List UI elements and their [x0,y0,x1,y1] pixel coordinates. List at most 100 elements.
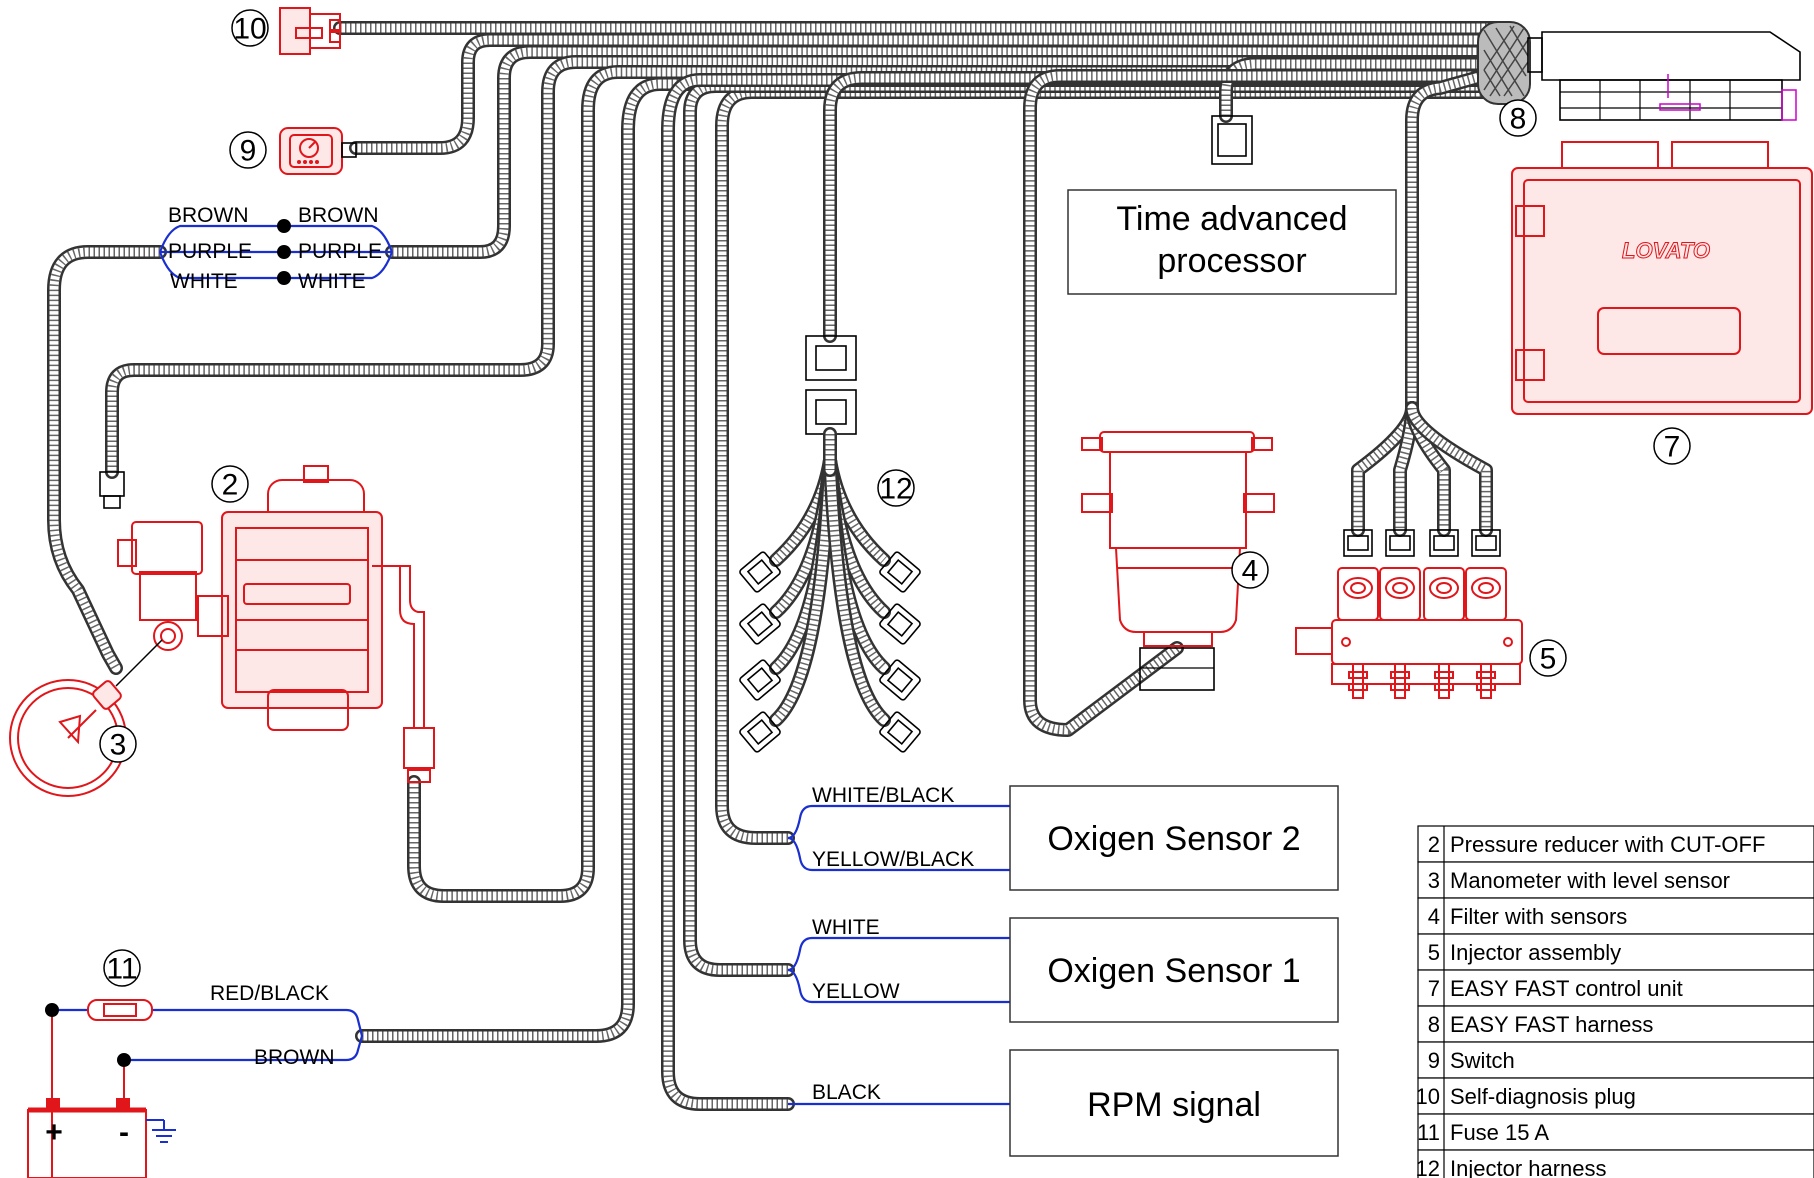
legend-row: 10 Self-diagnosis plug [1416,1077,1814,1115]
legend-row: 8 EASY FAST harness [1417,1005,1814,1043]
callout-label: 3 [110,729,127,762]
legend-row: 9 Switch [1417,1041,1814,1079]
time-advanced-line2: processor [1157,242,1306,280]
harness-cable [407,65,1497,903]
battery-minus: - [119,1116,129,1149]
battery-plus: + [45,1116,63,1149]
legend-text: Injector assembly [1450,940,1621,965]
legend-num: 12 [1416,1156,1440,1178]
callout-3: 3 [99,725,137,763]
legend-row: 12 Injector harness [1416,1149,1814,1178]
callout-9: 9 [229,131,267,169]
legend-num: 2 [1428,832,1440,857]
callout-label: 8 [1510,103,1527,136]
harness-cable [661,73,1497,1111]
wire-label-white: WHITE [812,916,880,939]
callout-4: 4 [1231,551,1269,589]
legend-row: 2 Pressure reducer with CUT-OFF [1417,825,1814,863]
legend-num: 3 [1428,868,1440,893]
harness-cable [715,85,1497,845]
fuse [87,999,153,1021]
legend-num: 7 [1428,976,1440,1001]
callout-label: 9 [240,135,257,168]
harness-cable [385,45,1497,259]
wire-label-white-right: WHITE [298,270,366,293]
legend-num: 9 [1428,1048,1440,1073]
oxygen-sensor-1-label: Oxigen Sensor 1 [1047,952,1300,990]
callout-label: 11 [106,953,137,986]
wire-label-yellow-black: YELLOW/BLACK [812,848,974,871]
lovato-logo-text: LOVATO [1622,238,1710,263]
legend-num: 10 [1416,1084,1440,1109]
wire-label-black: BLACK [812,1081,881,1104]
callout-label: 4 [1242,555,1259,588]
time-advanced-processor-connector [1211,115,1253,165]
harness-cable [823,71,1497,343]
oxygen-sensor-2-box: Oxigen Sensor 2 [1009,785,1339,891]
rpm-signal-label: RPM signal [1087,1086,1261,1124]
injector-plug [823,453,921,753]
wire-label-white-left: WHITE [170,270,238,293]
oxygen-sensor-2-label: Oxigen Sensor 2 [1047,820,1300,858]
callout-label: 7 [1664,431,1681,464]
injector-assembly [1295,401,1523,699]
legend-row: 11 Fuse 15 A [1417,1113,1814,1151]
legend-num: 11 [1417,1120,1440,1145]
legend-text: Fuse 15 A [1450,1120,1549,1145]
battery-and-fuse: + - [27,999,176,1178]
callout-label: 10 [233,13,266,46]
easy-fast-control-unit: LOVATO [1511,141,1813,415]
oxygen-sensor-1-box: Oxigen Sensor 1 [1009,917,1339,1023]
wire-label-brown-right: BROWN [298,204,379,227]
legend-text: Switch [1450,1048,1515,1073]
harness-cable [1023,69,1497,737]
callout-11: 11 [103,949,141,987]
wire-label-brown-left: BROWN [168,204,249,227]
harness-cable [683,79,1497,977]
wire-label-white-black: WHITE/BLACK [812,784,954,807]
callout-8: 8 [1499,99,1537,137]
legend-num: 5 [1428,940,1440,965]
legend-text: Injector harness [1450,1156,1607,1178]
harness-cable [105,55,1497,479]
legend-text: Pressure reducer with CUT-OFF [1450,832,1765,857]
filter-with-sensors [1081,431,1275,691]
blue-wires [52,219,1010,1106]
legend-num: 8 [1428,1012,1440,1037]
wire-label-red-black: RED/BLACK [210,982,329,1005]
callout-label: 12 [879,473,912,506]
callout-10: 10 [231,9,269,47]
wire-label-brown-battery: BROWN [254,1046,335,1069]
wire-label-purple-left: PURPLE [168,240,252,263]
callout-label: 2 [222,469,239,502]
legend-num: 4 [1428,904,1440,929]
legend-row: 5 Injector assembly [1417,933,1814,971]
harness-cables [47,21,1507,1111]
switch [279,127,357,175]
wire-label-yellow: YELLOW [812,980,900,1003]
harness-cable [47,245,167,675]
pressure-reducer [117,465,435,783]
manometer [9,639,163,797]
legend-row: 7 EASY FAST control unit [1417,969,1814,1007]
time-advanced-line1: Time advanced [1116,200,1347,238]
legend-text: Self-diagnosis plug [1450,1084,1636,1109]
harness-cable [349,33,1497,155]
injector [1405,401,1507,699]
callout-7: 7 [1653,427,1691,465]
injector-harness [739,335,921,753]
legend-text: EASY FAST harness [1450,1012,1653,1037]
reducer-sensor-connector [99,471,125,509]
callout-numbers: 10 9 8 7 2 3 4 5 11 12 [99,9,1691,987]
wire-label-purple-right: PURPLE [298,240,382,263]
time-advanced-processor-box: Time advanced processor [1067,189,1397,295]
legend-text: EASY FAST control unit [1450,976,1683,1001]
callout-2: 2 [211,465,249,503]
rpm-signal-box: RPM signal [1009,1049,1339,1157]
callout-12: 12 [877,469,915,507]
callout-5: 5 [1529,639,1567,677]
harness-cable [355,77,1497,1043]
